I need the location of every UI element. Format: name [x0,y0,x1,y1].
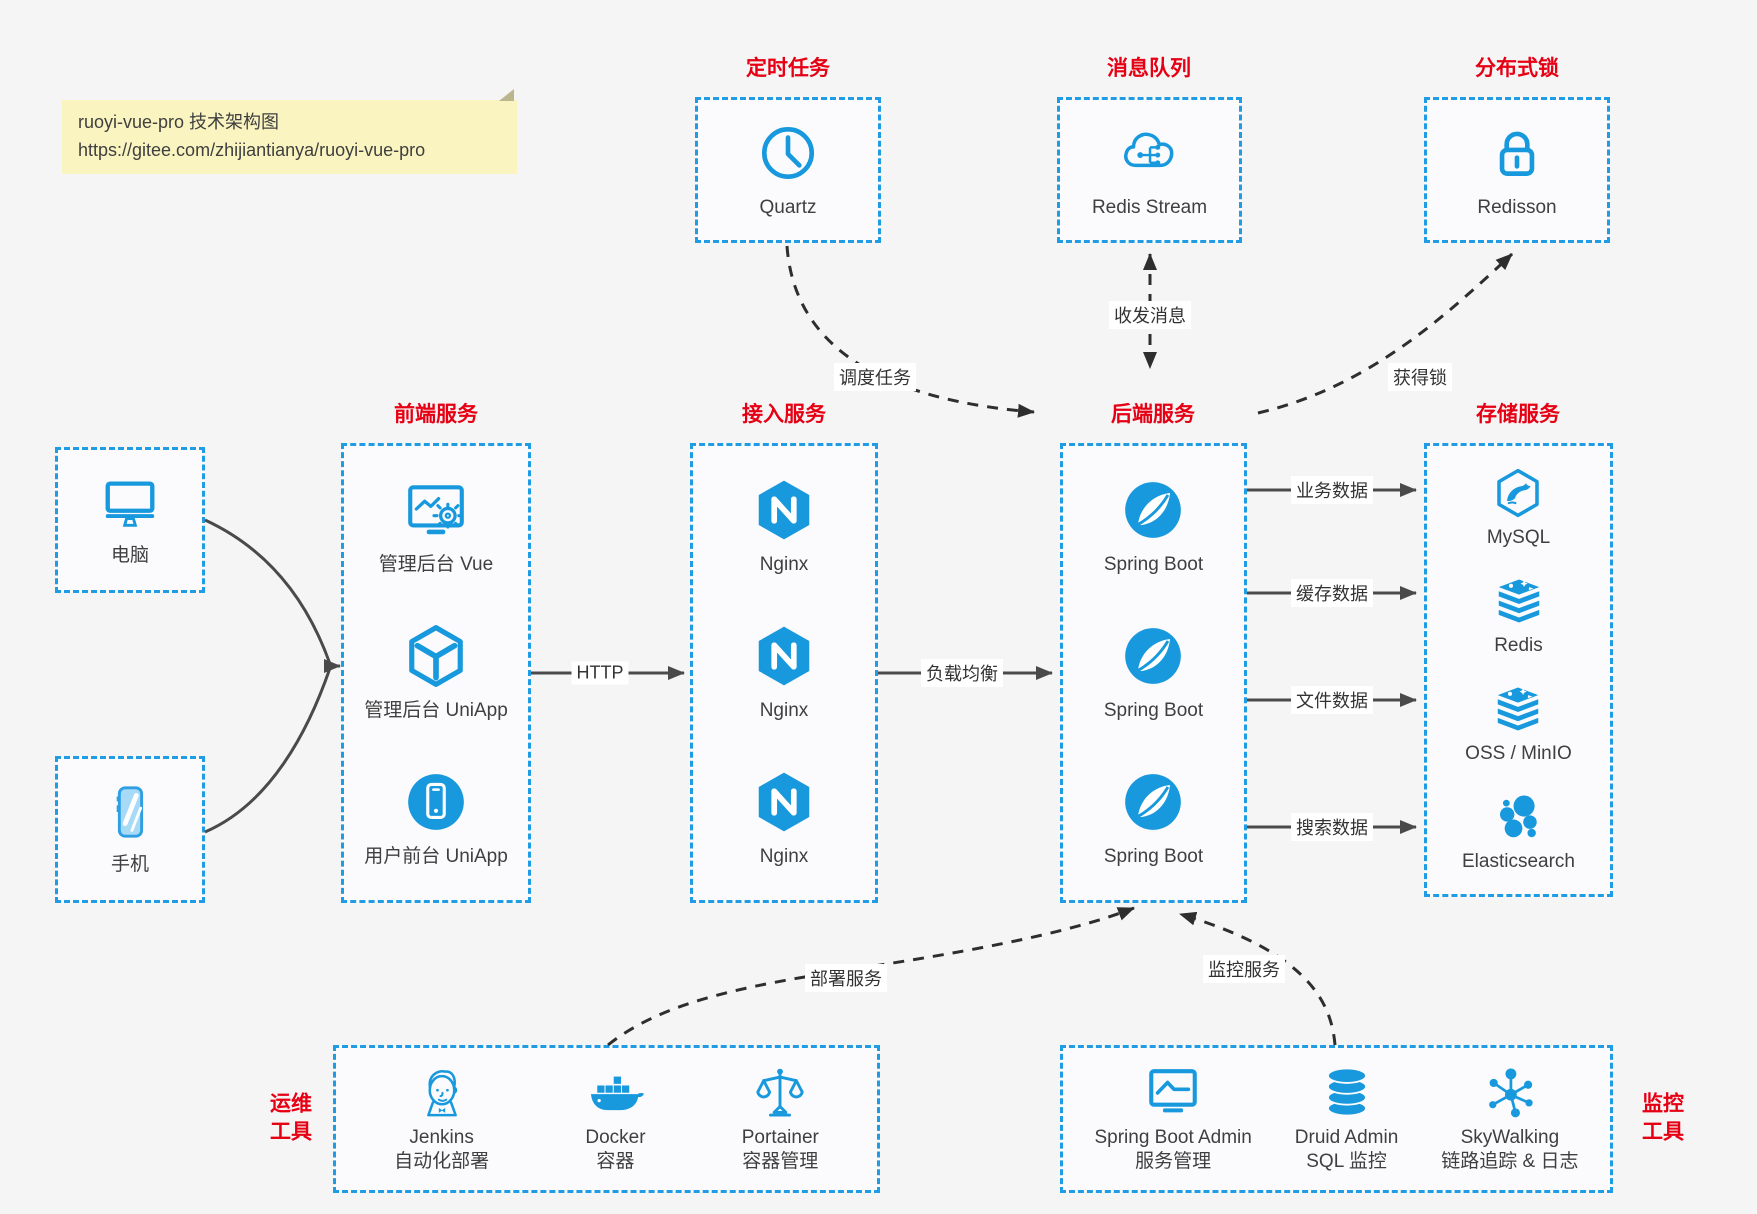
tool-docker: Docker 容器 [585,1063,646,1174]
group-title-mq: 消息队列 [1107,56,1191,80]
service-redis-stream: Redis Stream [1092,120,1207,221]
elasticsearch-icon [1492,790,1546,844]
service-elasticsearch: Elasticsearch [1462,790,1575,875]
service-springboot-3: Spring Boot [1104,769,1203,870]
note-fold-corner [499,89,514,101]
note-url: https://gitee.com/zhijiantianya/ruoyi-vu… [78,139,426,160]
tool-skywalking: SkyWalking 链路追踪 & 日志 [1441,1063,1578,1174]
ops-tools-box: Jenkins 自动化部署 Docker 容器 Portainer 容器管理 [333,1045,880,1193]
clock-icon [755,120,821,186]
service-admin-vue: 管理后台 Vue [379,477,493,578]
service-oss-minio: OSS / MinIO [1465,682,1572,767]
edge-label-load-balance: 负载均衡 [921,659,1003,687]
service-redis: Redis [1492,574,1546,659]
client-desktop-curve [204,518,332,665]
edge-label-send-receive: 收发消息 [1109,301,1191,329]
edge-label-schedule-task: 调度任务 [834,363,916,391]
distributed-lock-box: Redisson [1424,97,1610,243]
monitoring-tools-box: Spring Boot Admin 服务管理 Druid Admin SQL 监… [1060,1045,1613,1193]
message-queue-box: Redis Stream [1057,97,1242,243]
client-phone-curve [204,667,332,834]
group-title-backend: 后端服务 [1111,402,1195,426]
edge-label-cache-data: 缓存数据 [1291,579,1373,607]
mobile-app-icon [403,769,469,835]
group-title-ops: 运维 工具 [270,1092,312,1144]
edge-label-deploy: 部署服务 [805,964,887,992]
acquire-lock-curve [1257,252,1514,415]
admin-monitor-icon [403,477,469,543]
desktop-icon [99,472,161,534]
service-nginx-1: Nginx [751,477,817,578]
tool-druid-admin: Druid Admin SQL 监控 [1295,1063,1398,1174]
frontend-services-box: 管理后台 Vue 管理后台 UniApp 用户前台 UniApp [341,443,531,903]
database-icon [1318,1063,1376,1121]
lock-icon [1484,120,1550,186]
monitor-pulse-icon [1144,1063,1202,1121]
edge-label-file-data: 文件数据 [1291,686,1373,714]
service-mysql: MySQL [1487,466,1550,551]
backend-services-box: Spring Boot Spring Boot Spring Boot [1060,443,1247,903]
group-title-scheduled: 定时任务 [746,56,830,80]
cube-icon [403,623,469,689]
edge-label-monitor: 监控服务 [1203,955,1285,983]
group-title-storage: 存储服务 [1476,402,1560,426]
spring-icon [1120,623,1186,689]
scales-icon [751,1063,809,1121]
client-label: 电脑 [110,544,149,566]
redis-stack-icon [1492,574,1546,628]
service-label: Quartz [759,196,817,218]
group-title-frontend: 前端服务 [394,402,478,426]
storage-services-box: MySQL Redis OSS / MinIO Elasticsearch [1424,443,1613,897]
client-label: 手机 [110,854,149,876]
scheduled-task-box: Quartz [695,97,881,243]
service-springboot-2: Spring Boot [1104,623,1203,724]
service-nginx-2: Nginx [751,623,817,724]
client-desktop-box: 电脑 [55,447,205,593]
edge-label-business-data: 业务数据 [1291,476,1373,504]
nginx-icon [751,623,817,689]
cloud-stream-icon [1116,120,1182,186]
service-quartz: Quartz [755,120,821,221]
client-desktop: 电脑 [99,472,161,569]
edge-label-http: HTTP [571,661,629,685]
service-nginx-3: Nginx [751,769,817,870]
storage-stack-icon [1491,682,1545,736]
topology-icon [1481,1063,1539,1121]
service-user-uniapp: 用户前台 UniApp [364,769,508,870]
tool-jenkins: Jenkins 自动化部署 [394,1063,489,1174]
service-redisson: Redisson [1477,120,1557,221]
note-title: ruoyi-vue-pro 技术架构图 [78,112,280,132]
docker-whale-icon [586,1063,644,1121]
service-admin-uniapp: 管理后台 UniApp [364,623,508,724]
edge-label-search-data: 搜索数据 [1291,813,1373,841]
service-label: Redis Stream [1091,196,1208,218]
nginx-icon [751,769,817,835]
tool-springboot-admin: Spring Boot Admin 服务管理 [1094,1063,1252,1174]
group-title-gateway: 接入服务 [742,402,826,426]
service-label: Redisson [1477,196,1557,218]
tool-portainer: Portainer 容器管理 [742,1063,819,1174]
sticky-note: ruoyi-vue-pro 技术架构图 https://gitee.com/zh… [62,89,517,174]
service-springboot-1: Spring Boot [1104,477,1203,578]
group-title-lock: 分布式锁 [1475,56,1559,80]
smartphone-icon [99,781,161,843]
spring-icon [1120,477,1186,543]
client-phone-box: 手机 [55,756,205,903]
edge-label-acquire-lock: 获得锁 [1388,363,1452,391]
client-phone: 手机 [99,781,161,878]
spring-icon [1120,769,1186,835]
group-title-monitoring: 监控 工具 [1642,1092,1684,1144]
gateway-services-box: Nginx Nginx Nginx [690,443,878,903]
jenkins-icon [413,1063,471,1121]
mysql-icon [1491,466,1545,520]
nginx-icon [751,477,817,543]
